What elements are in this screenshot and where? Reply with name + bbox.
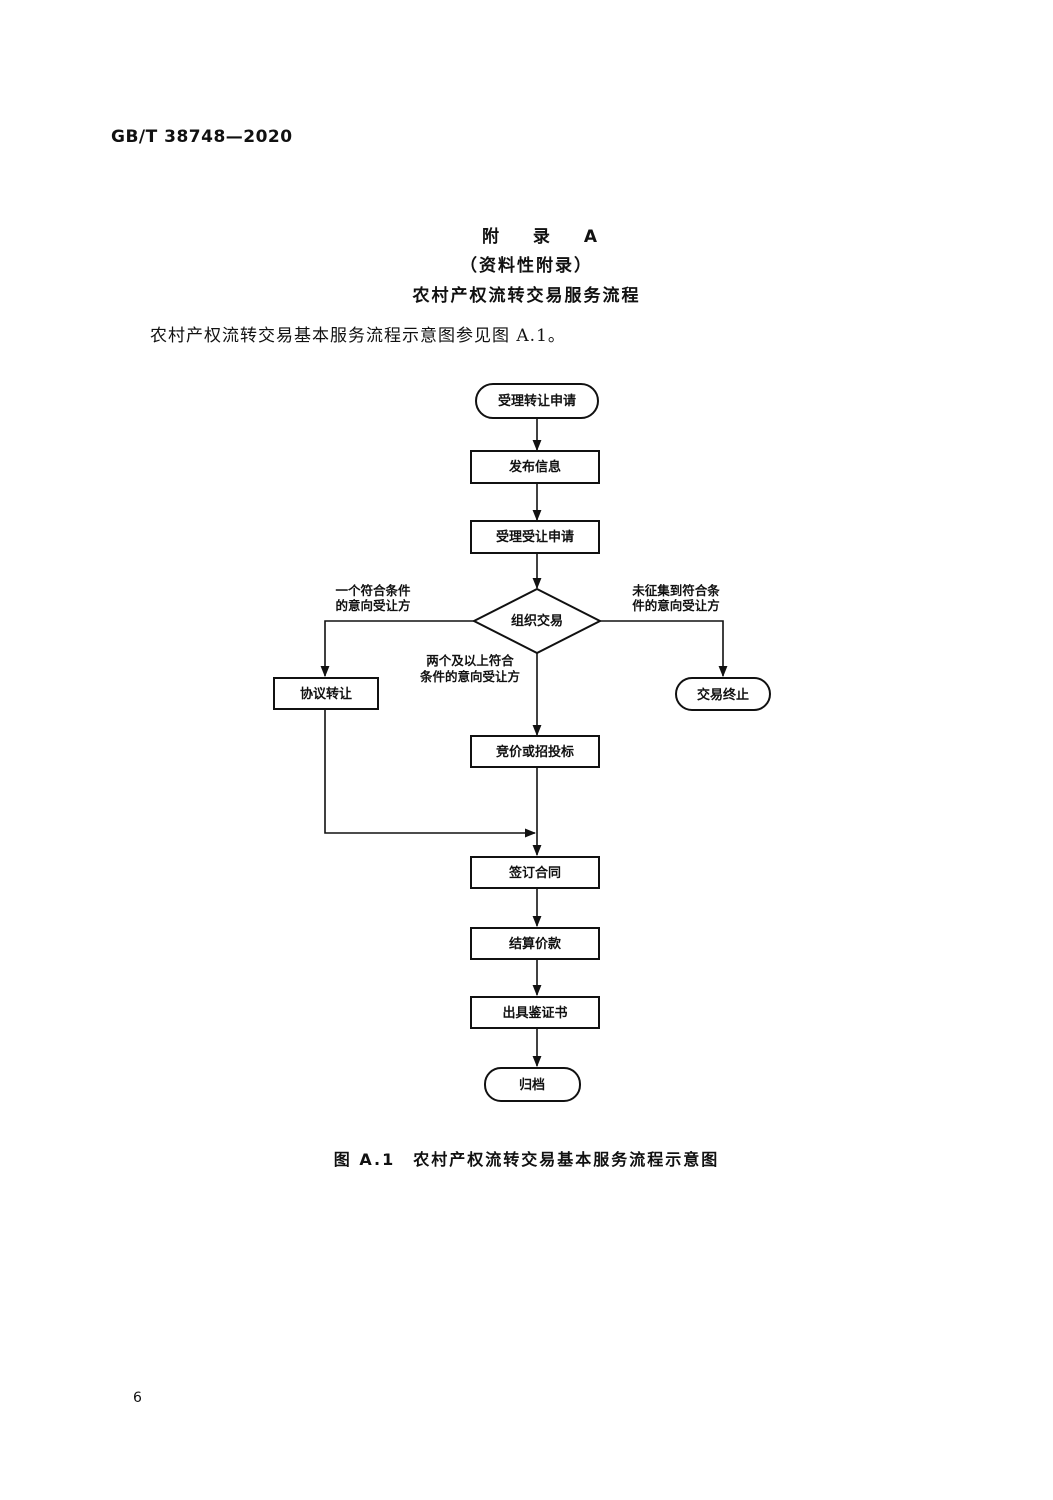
node-archive xyxy=(484,1067,581,1102)
label-publish-info: 发布信息 xyxy=(508,459,561,475)
node-settle-payment xyxy=(470,927,600,960)
appendix-type: （资料性附录） xyxy=(460,256,593,276)
edge-label-two-or-more-line2: 条件的意向受让方 xyxy=(419,669,520,684)
label-accept-transfer: 受理转让申请 xyxy=(498,393,576,409)
edge-label-two-or-more-line1: 两个及以上符合 xyxy=(426,653,514,668)
node-accept-transfer xyxy=(475,383,599,419)
node-publish-info xyxy=(470,450,600,484)
edge-organize-to-negotiated xyxy=(320,620,474,678)
node-negotiated-transfer xyxy=(273,677,379,710)
node-sign-contract xyxy=(470,856,600,889)
label-negotiated-transfer: 协议转让 xyxy=(300,686,352,702)
edge-label-none-qualified-line2: 件的意向受让方 xyxy=(632,598,720,613)
edge-organize-to-terminated xyxy=(599,620,728,678)
standard-number: GB/T 38748—2020 xyxy=(111,127,293,147)
node-issue-certificate xyxy=(470,996,600,1029)
figure-title: 农村产权流转交易基本服务流程示意图 xyxy=(413,1150,720,1169)
node-accept-assignee xyxy=(470,520,600,554)
intro-paragraph: 农村产权流转交易基本服务流程示意图参见图 A.1。 xyxy=(150,326,566,346)
edge-label-one-qualified-line1: 一个符合条件 xyxy=(335,583,411,598)
appendix-name: 农村产权流转交易服务流程 xyxy=(412,286,641,306)
label-settle-payment: 结算价款 xyxy=(509,936,562,952)
appendix-title: 附 录 A xyxy=(482,227,611,247)
label-trade-terminated: 交易终止 xyxy=(697,687,749,703)
label-sign-contract: 签订合同 xyxy=(508,865,561,881)
label-organize-trade: 组织交易 xyxy=(511,613,563,629)
node-bidding xyxy=(470,735,600,768)
label-issue-certificate: 出具鉴证书 xyxy=(502,1005,567,1021)
edge-negotiated-to-sign xyxy=(324,709,537,838)
node-organize-trade xyxy=(471,587,603,655)
label-archive: 归档 xyxy=(519,1077,545,1093)
figure-caption: 图 A.1 农村产权流转交易基本服务流程示意图 xyxy=(0,1146,1053,1170)
label-bidding: 竞价或招投标 xyxy=(496,744,574,760)
edge-label-none-qualified-line1: 未征集到符合条 xyxy=(631,583,720,598)
page-number: 6 xyxy=(133,1390,142,1406)
label-accept-assignee: 受理受让申请 xyxy=(496,529,574,545)
edge-label-one-qualified-line2: 的意向受让方 xyxy=(335,598,410,613)
node-trade-terminated xyxy=(675,677,771,711)
figure-number: 图 A.1 xyxy=(333,1150,396,1169)
